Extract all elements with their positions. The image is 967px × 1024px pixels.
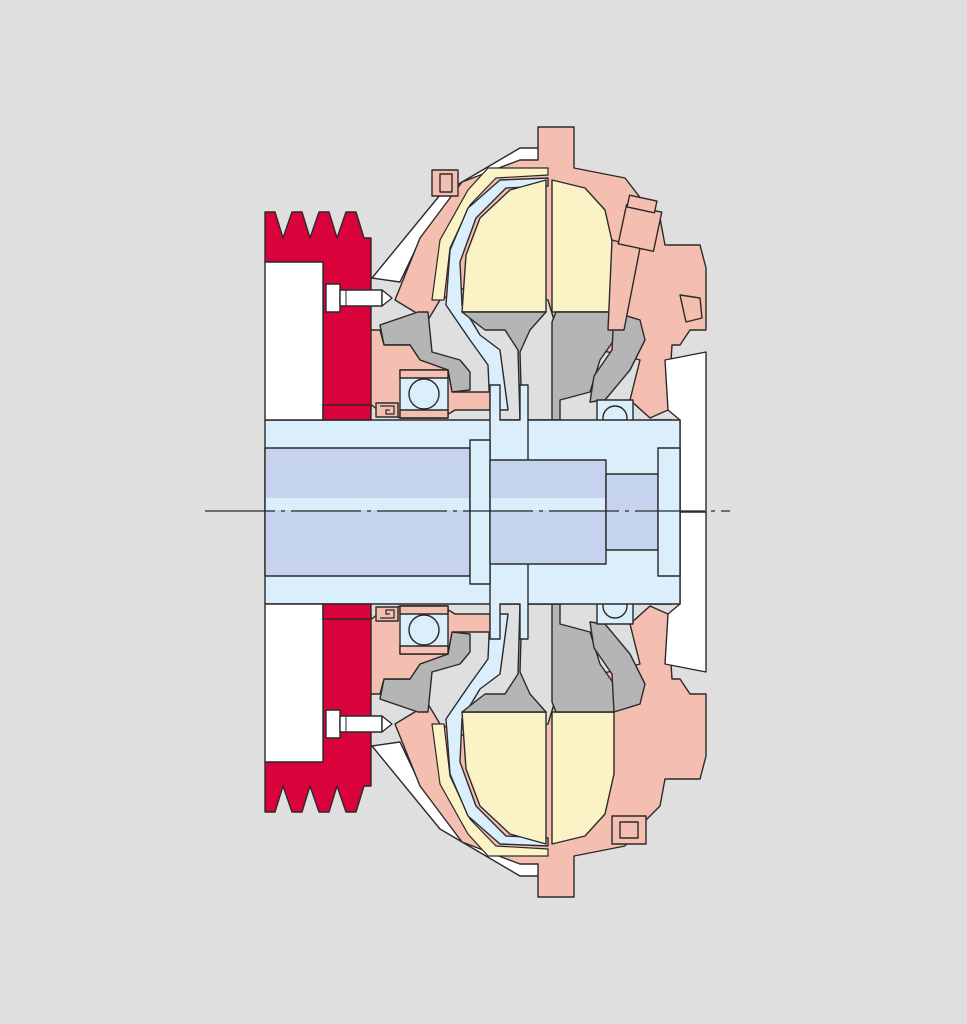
shaft-assembly [264,384,681,640]
pulley-hub-top [322,404,372,421]
pulley-web-top [264,261,324,421]
v-belt-pulley [264,211,372,813]
end-washer [657,447,681,577]
shaft-highlight [266,498,469,510]
drain-plug [611,815,647,845]
working-fluid-bottom-right [551,711,615,845]
ball-bearing-left-bottom [399,605,449,655]
bore-highlight [491,498,605,510]
shaft-seal-left-bottom [375,606,399,622]
drive-shaft [264,447,471,577]
shaft-end [605,473,659,551]
shaft-seal-left-top [375,402,399,418]
top-half [364,126,707,513]
bottom-half [364,511,707,898]
vent-screw [431,169,459,197]
fill-plug [607,194,663,331]
pulley-hub-bottom [322,603,372,620]
shell-liner-bottom [431,723,549,857]
end-cover-lip-top [679,294,703,323]
shaft-collar [469,439,491,585]
shaft-bore [489,459,607,565]
pulley-web-bottom [264,603,324,763]
ball-bearing-left-top [399,369,449,419]
shell-liner-top [431,167,549,301]
